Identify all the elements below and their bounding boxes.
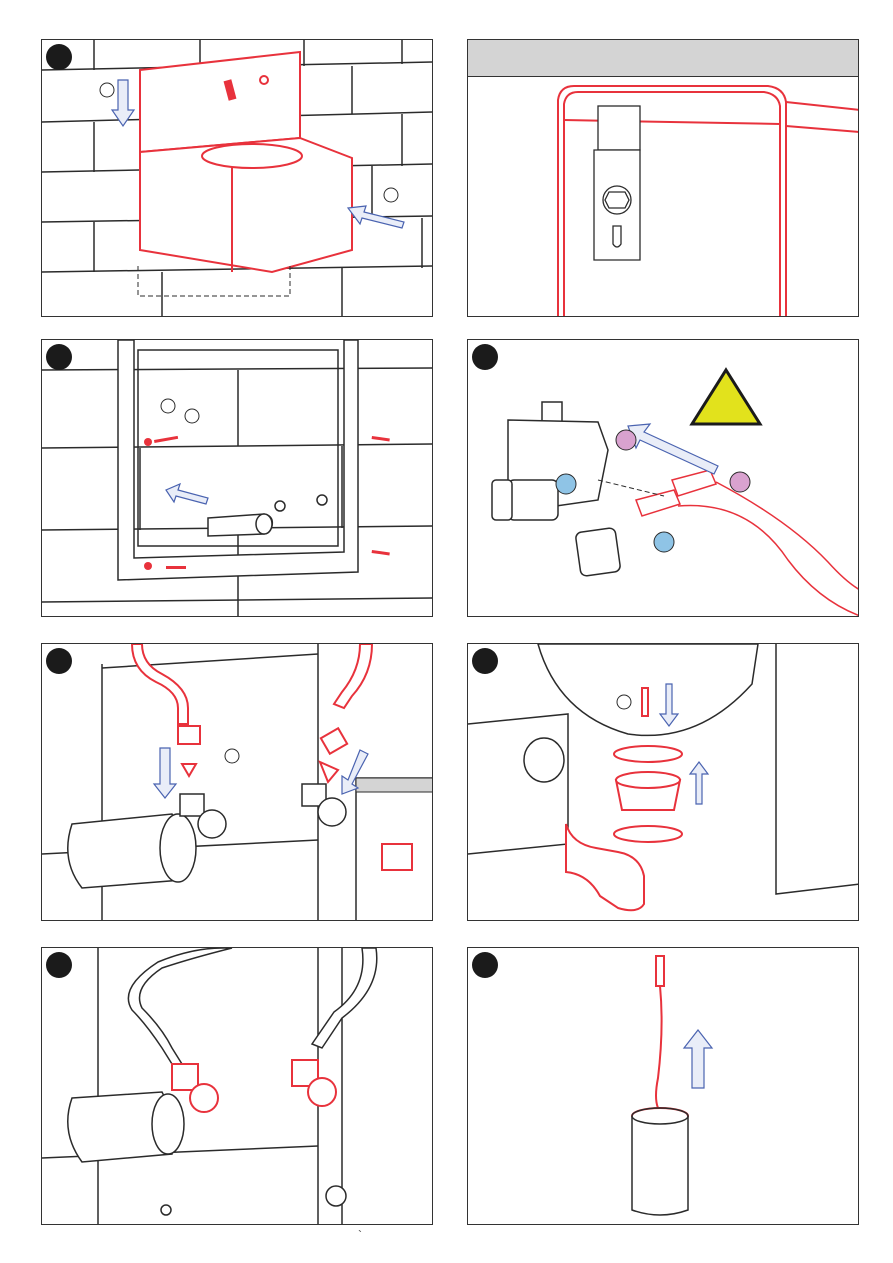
step-panel-2 [467, 39, 859, 317]
drain-assembly-icon [468, 644, 859, 921]
step-badge [472, 952, 498, 978]
valve-tightening-icon [42, 948, 433, 1225]
step-badge [46, 344, 72, 370]
step-badge [46, 648, 72, 674]
mounting-frame-icon [42, 340, 433, 617]
sensor-cylinder-icon [468, 948, 859, 1225]
step-badge [46, 44, 72, 70]
step-panel-6 [467, 643, 859, 921]
step-panel-3 [41, 339, 433, 617]
wall-mount-sink-icon [42, 40, 433, 317]
step-panel-5 [41, 643, 433, 921]
warning-triangle-icon [692, 370, 760, 424]
step-panel-7 [41, 947, 433, 1225]
step-panel-8 [467, 947, 859, 1225]
solenoid-valve-icon [468, 340, 859, 617]
step-badge [46, 952, 72, 978]
bracket-detail-icon [468, 40, 859, 317]
footer-mark: ` [358, 1228, 362, 1242]
step-badge [472, 344, 498, 370]
step-badge [472, 648, 498, 674]
hose-connection-icon [42, 644, 433, 921]
step-panel-4 [467, 339, 859, 617]
step-panel-1 [41, 39, 433, 317]
